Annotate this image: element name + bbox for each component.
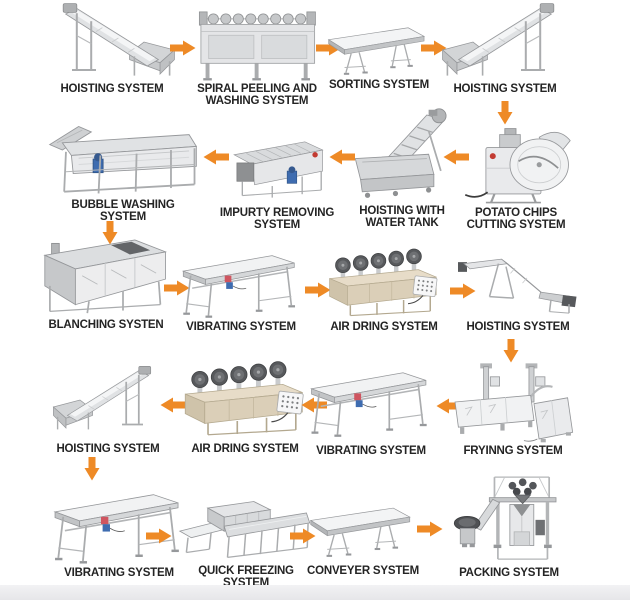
z-conveyor-icon	[458, 250, 578, 320]
step-13-label: FRYINNG SYSTEM	[463, 445, 563, 457]
blanching-machine-icon	[38, 230, 174, 318]
belt-conveyor-icon	[308, 490, 418, 564]
step-16-label: HOISTING SYSTEM	[56, 443, 160, 455]
bottom-gradient-band	[0, 585, 630, 600]
impurity-removing-machine-icon	[226, 128, 328, 206]
step-1-hoisting-system: HOISTING SYSTEM	[36, 2, 188, 96]
potato-chips-cutter-icon	[460, 120, 572, 206]
step-11-air-drying-system: AIR DRING SYSTEM	[320, 246, 448, 334]
step-17-vibrating-system: VIBRATING SYSTEM	[42, 484, 196, 580]
step-15-air-drying-system: AIR DRING SYSTEM	[182, 356, 308, 456]
step-14-vibrating-system: VIBRATING SYSTEM	[310, 358, 432, 458]
arrow-down-icon	[84, 457, 100, 481]
step-15-label: AIR DRING SYSTEM	[191, 443, 299, 455]
step-19-conveyer-system: CONVEYER SYSTEM	[306, 490, 420, 578]
step-3-sorting-system: SORTING SYSTEM	[326, 14, 432, 92]
belt-conveyor-icon	[326, 14, 432, 78]
step-9-label: BLANCHING SYSTEN	[48, 319, 164, 331]
step-17-label: VIBRATING SYSTEM	[64, 567, 174, 579]
step-19-label: CONVEYER SYSTEM	[306, 565, 420, 577]
step-4-label: HOISTING SYSTEM	[453, 83, 557, 95]
arrow-right-icon	[146, 528, 172, 544]
arrow-right-icon	[170, 40, 196, 56]
air-drying-machine-icon	[182, 356, 308, 442]
spiral-peeling-machine-icon	[194, 8, 320, 82]
packing-machine-icon	[438, 472, 580, 566]
step-10-label: VIBRATING SYSTEM	[186, 321, 296, 333]
step-12-hoisting-system: HOISTING SYSTEM	[458, 250, 578, 334]
vibrating-screen-icon	[180, 246, 302, 320]
bubble-washing-machine-icon	[36, 112, 210, 198]
step-16-hoisting-system: HOISTING SYSTEM	[52, 358, 164, 456]
air-drying-machine-icon	[320, 246, 448, 320]
step-4-hoisting-system: HOISTING SYSTEM	[440, 2, 570, 96]
inclined-conveyor-icon	[36, 2, 188, 82]
step-9-blanching-system: BLANCHING SYSTEN	[38, 230, 174, 332]
step-14-label: VIBRATING SYSTEM	[316, 445, 426, 457]
step-12-label: HOISTING SYSTEM	[466, 321, 570, 333]
freezing-tunnel-icon	[170, 490, 322, 564]
step-3-label: SORTING SYSTEM	[328, 79, 430, 91]
vibrating-screen-icon	[310, 358, 432, 444]
step-11-label: AIR DRING SYSTEM	[330, 321, 438, 333]
step-20-packing-system: PACKING SYSTEM	[438, 472, 580, 580]
frying-machine-icon	[448, 360, 578, 444]
step-1-label: HOISTING SYSTEM	[60, 83, 164, 95]
inclined-conveyor-icon	[440, 2, 570, 82]
water-tank-hoisting-conveyor-icon	[350, 108, 454, 204]
step-13-frying-system: FRYINNG SYSTEM	[448, 360, 578, 458]
inclined-conveyor-icon	[52, 358, 164, 442]
step-10-vibrating-system: VIBRATING SYSTEM	[180, 246, 302, 334]
step-20-label: PACKING SYSTEM	[459, 567, 559, 579]
